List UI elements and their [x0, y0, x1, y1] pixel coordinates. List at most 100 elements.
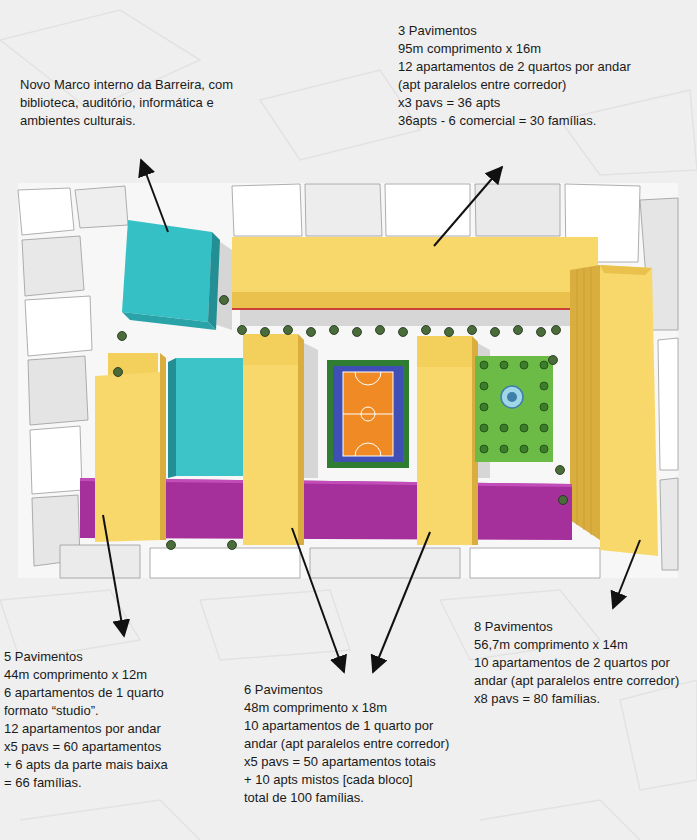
right-housing-block-part-part — [591, 267, 592, 535]
surrounding-buildings-part — [470, 548, 600, 578]
annotation-block: 3 Pavimentos95m comprimento x 16m12 apar… — [398, 22, 638, 130]
street-trees-part — [167, 541, 176, 550]
middle-housing-blocks — [243, 334, 478, 545]
surrounding-buildings-part — [60, 545, 140, 578]
street-trees-part — [514, 326, 523, 335]
leader-arrows-part — [103, 515, 124, 636]
park-square — [475, 356, 553, 462]
scene-ground-part — [18, 183, 678, 578]
cultural-landmark-building-part — [122, 312, 216, 330]
middle-housing-blocks-part — [417, 367, 472, 545]
annotation-text: + 6 apts da parte mais baixa — [4, 756, 204, 774]
leader-arrows-part — [613, 540, 640, 608]
annotation-text: 10 apartamentos de 1 quarto por andar (a… — [244, 717, 460, 753]
street-trees-part — [491, 328, 500, 337]
cultural-landmark-building-part — [208, 232, 220, 330]
sports-court-part — [327, 360, 409, 468]
annotation-text: x3 pavs = 36 apts — [398, 94, 638, 112]
surrounding-buildings-part — [385, 184, 470, 236]
annotation-text: 12 apartamentos por andar — [4, 720, 204, 738]
street-trees-part — [376, 326, 385, 335]
annotation-text: total de 100 famílias. — [244, 789, 460, 807]
park-square-part-part — [480, 424, 488, 432]
sports-court-part — [343, 372, 393, 456]
annotation-text: 44m comprimento x 12m — [4, 666, 204, 684]
surrounding-buildings-part — [475, 184, 560, 236]
annotation-text: 3 Pavimentos — [398, 22, 638, 40]
top-housing-block-part — [232, 308, 598, 310]
park-square-part-part — [480, 445, 488, 453]
street-trees-part — [114, 368, 123, 377]
top-housing-block-part — [232, 292, 598, 308]
surrounding-buildings-part — [75, 186, 128, 228]
surrounding-buildings-part — [660, 478, 678, 570]
park-square-part — [507, 392, 517, 402]
street-trees-part — [118, 332, 127, 341]
park-square-part-part — [540, 403, 548, 411]
surrounding-buildings — [18, 184, 678, 578]
park-square-part-part — [500, 424, 508, 432]
surrounding-buildings-part — [22, 236, 84, 296]
annotation-text: x5 pavs = 60 apartamentos — [4, 738, 204, 756]
annotation-text: = 66 famílias. — [4, 774, 204, 792]
leader-arrows — [103, 160, 640, 672]
surrounding-buildings-part — [310, 548, 460, 578]
faint-background-city — [0, 10, 697, 840]
surrounding-buildings-part — [232, 184, 302, 236]
park-square-part-part — [500, 445, 508, 453]
street-trees — [114, 296, 568, 550]
park-square-part-part — [480, 361, 488, 369]
faint-background-city-part — [260, 70, 420, 160]
street-trees-part — [445, 328, 454, 337]
cultural-landmark-building-part — [176, 358, 243, 476]
annotation-block: 8 Pavimentos56,7m comprimento x 14m10 ap… — [474, 618, 691, 708]
annotation-text: 36apts - 6 comercial = 30 famílias. — [398, 112, 638, 130]
top-housing-block — [232, 237, 598, 310]
surrounding-buildings-part — [30, 426, 82, 494]
annotation-text: 12 apartamentos de 2 quartos por andar (… — [398, 58, 638, 94]
leader-arrows-part — [292, 528, 344, 672]
sports-court — [327, 360, 409, 468]
street-trees-part — [284, 326, 293, 335]
park-square-part-part — [540, 424, 548, 432]
surrounding-buildings-part — [28, 356, 88, 425]
street-trees-part — [552, 326, 561, 335]
right-housing-block — [570, 265, 658, 556]
right-housing-block-part-part — [584, 268, 585, 530]
annotation-block: Novo Marco interno da Barreira, com bibl… — [20, 76, 266, 130]
park-square-part — [480, 361, 548, 453]
annotation-block: 6 Pavimentos48m comprimento x 18m10 apar… — [244, 681, 460, 807]
park-square-part-part — [540, 361, 548, 369]
shadows-part — [240, 310, 580, 326]
sports-court-part — [333, 366, 403, 462]
left-housing-block-part — [95, 372, 160, 542]
annotation-text: Novo Marco interno da Barreira, com bibl… — [20, 76, 266, 130]
park-square-part-part — [520, 445, 528, 453]
sports-court-part-part — [343, 414, 393, 415]
annotation-text: + 10 apts mistos [cada bloco] — [244, 771, 460, 789]
annotation-text: 5 Pavimentos — [4, 648, 204, 666]
street-trees-part — [556, 466, 565, 475]
leader-arrows-part — [434, 167, 502, 246]
annotation-text: x8 pavs = 80 famílias. — [474, 690, 691, 708]
annotation-text: 8 Pavimentos — [474, 618, 691, 636]
annotation-text: 95m comprimento x 16m — [398, 40, 638, 58]
sports-court-part-part — [355, 372, 381, 385]
park-square-part-part — [540, 445, 548, 453]
annotation-text: 48m comprimento x 18m — [244, 699, 460, 717]
surrounding-buildings-part — [18, 188, 74, 235]
middle-housing-blocks-part — [243, 365, 298, 545]
street-trees-part — [468, 326, 477, 335]
left-housing-block — [95, 353, 166, 542]
annotation-text: 6 Pavimentos — [244, 681, 460, 699]
scene-ground — [18, 183, 678, 578]
right-housing-block-part — [570, 265, 600, 540]
top-housing-block-part — [232, 237, 598, 292]
faint-background-city-part — [20, 800, 200, 840]
right-housing-block-part — [600, 265, 652, 275]
cultural-landmark-building-part — [168, 358, 176, 478]
left-housing-block-part — [108, 353, 158, 376]
annotation-text: 6 apartamentos de 1 quarto formato “stud… — [4, 684, 204, 720]
annotation-text: 56,7m comprimento x 14m — [474, 636, 691, 654]
sports-court-part — [343, 372, 393, 456]
